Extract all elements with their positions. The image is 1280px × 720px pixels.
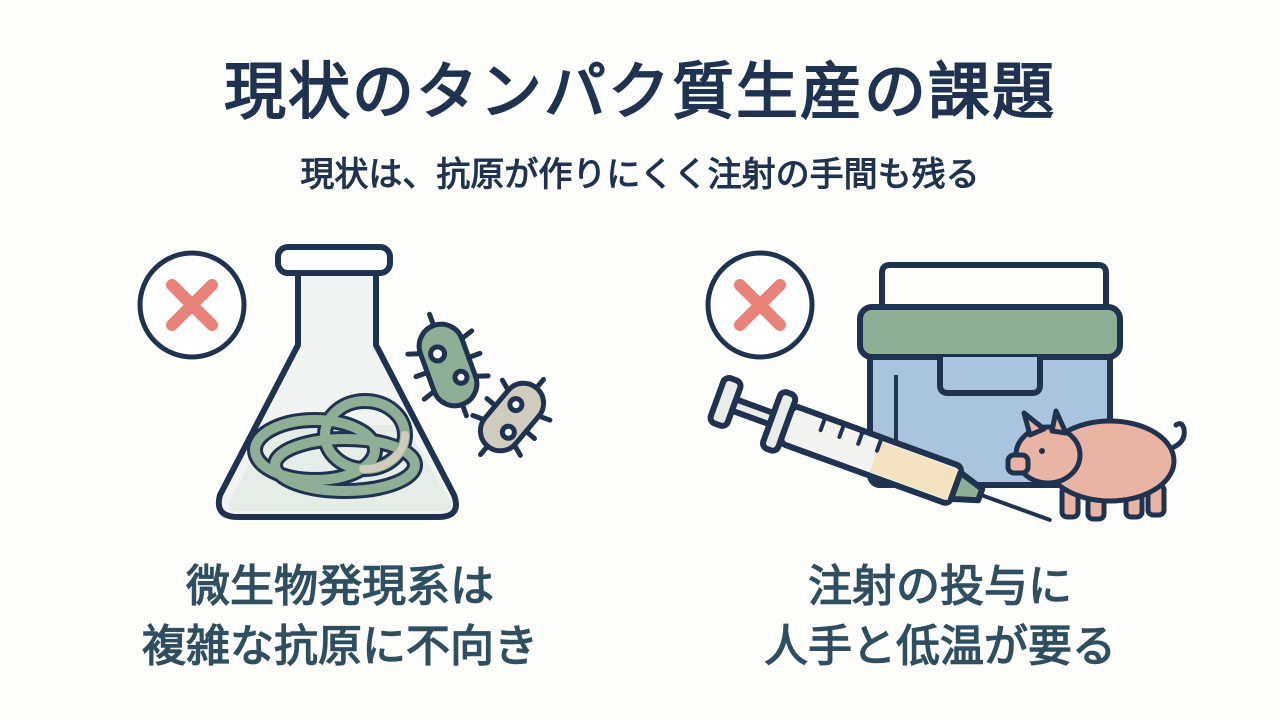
page-subtitle: 現状は、抗原が作りにくく注射の手間も残る — [300, 155, 980, 195]
pig-icon — [1005, 408, 1187, 522]
syringe-icon — [707, 374, 1052, 522]
x-mark-icon — [705, 250, 815, 360]
right-illustration — [705, 250, 1187, 522]
right-caption-line-1: 注射の投与に — [808, 561, 1072, 612]
x-mark-icon — [137, 250, 247, 360]
right-caption: 注射の投与に 人手と低温が要る — [680, 557, 1200, 677]
left-illustration — [137, 244, 553, 520]
left-caption: 微生物発現系は 複雑な抗原に不向き — [80, 557, 600, 677]
left-caption-line-1: 微生物発現系は — [186, 561, 494, 612]
page-title: 現状のタンパク質生産の課題 — [223, 55, 1056, 128]
left-caption-line-2: 複雑な抗原に不向き — [142, 621, 538, 672]
bacteria-icon — [405, 311, 553, 458]
tangled-protein-icon — [247, 393, 423, 499]
right-caption-line-2: 人手と低温が要る — [764, 621, 1116, 672]
